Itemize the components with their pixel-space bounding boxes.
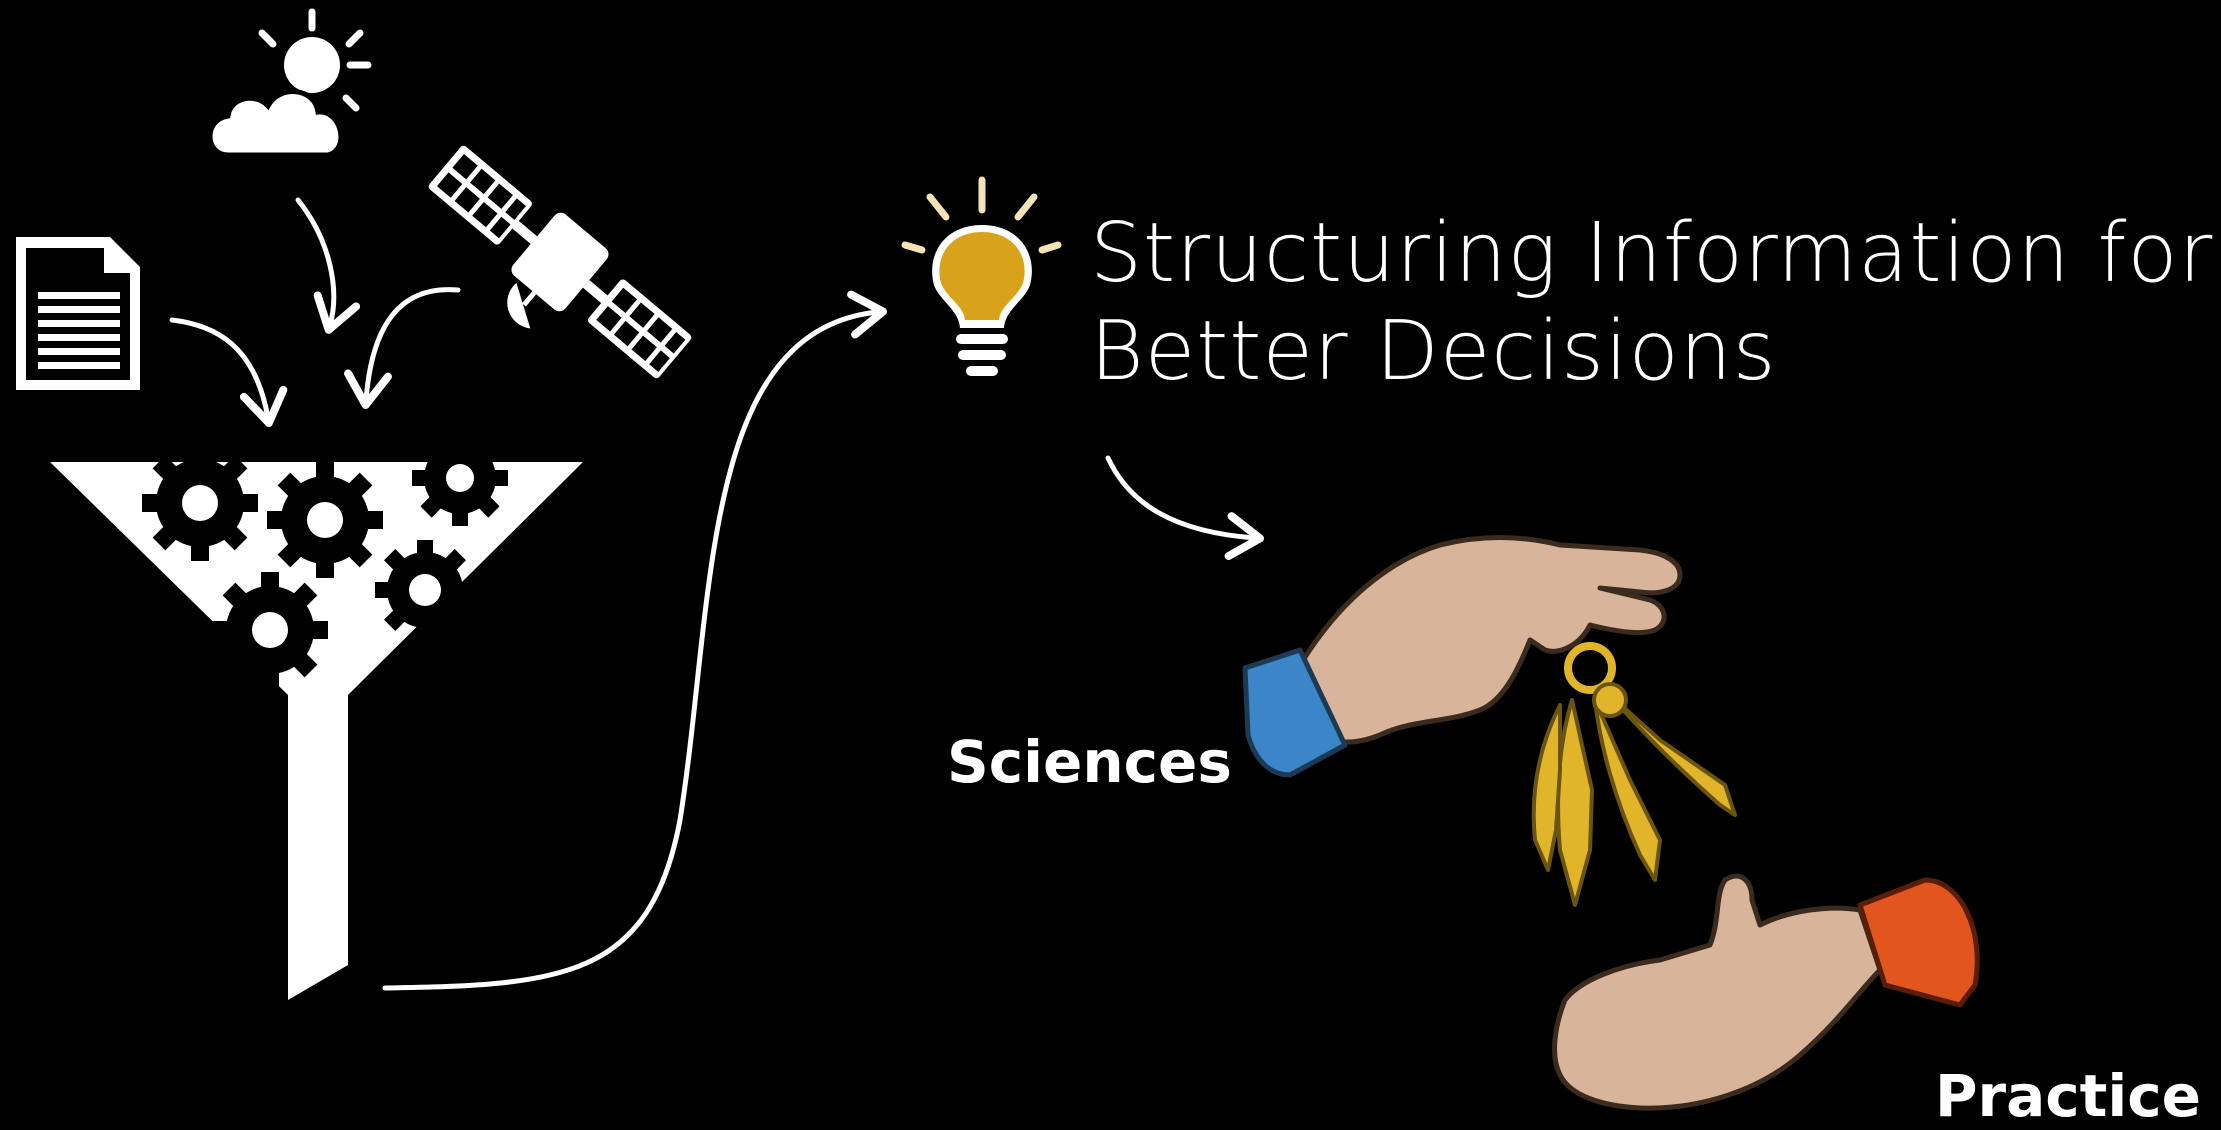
arrow-insight-to-hands	[1105, 455, 1264, 561]
receiving-hand	[1552, 873, 1980, 1111]
practice-label: Practice	[1935, 1062, 2201, 1130]
arrow-document-to-funnel	[169, 317, 288, 427]
title-line-2: Better Decisions	[1090, 304, 1777, 399]
input-arrows	[169, 197, 461, 427]
satellite-icon	[428, 145, 692, 379]
sciences-label: Sciences	[947, 728, 1232, 796]
arrow-satellite-to-funnel	[344, 287, 461, 409]
hands-keys-illustration	[1242, 535, 1980, 1111]
giving-hand	[1242, 535, 1683, 778]
lightbulb-icon	[901, 176, 1062, 376]
weather-icon	[207, 8, 372, 158]
arrow-weather-to-funnel	[295, 197, 361, 334]
document-icon	[16, 237, 140, 390]
arrow-funnel-to-insight	[382, 290, 887, 991]
main-title: Structuring Information for Better Decis…	[1090, 205, 2213, 401]
keys	[1531, 642, 1737, 907]
title-line-1: Structuring Information for	[1090, 206, 2214, 301]
funnel-icon	[50, 430, 583, 1000]
